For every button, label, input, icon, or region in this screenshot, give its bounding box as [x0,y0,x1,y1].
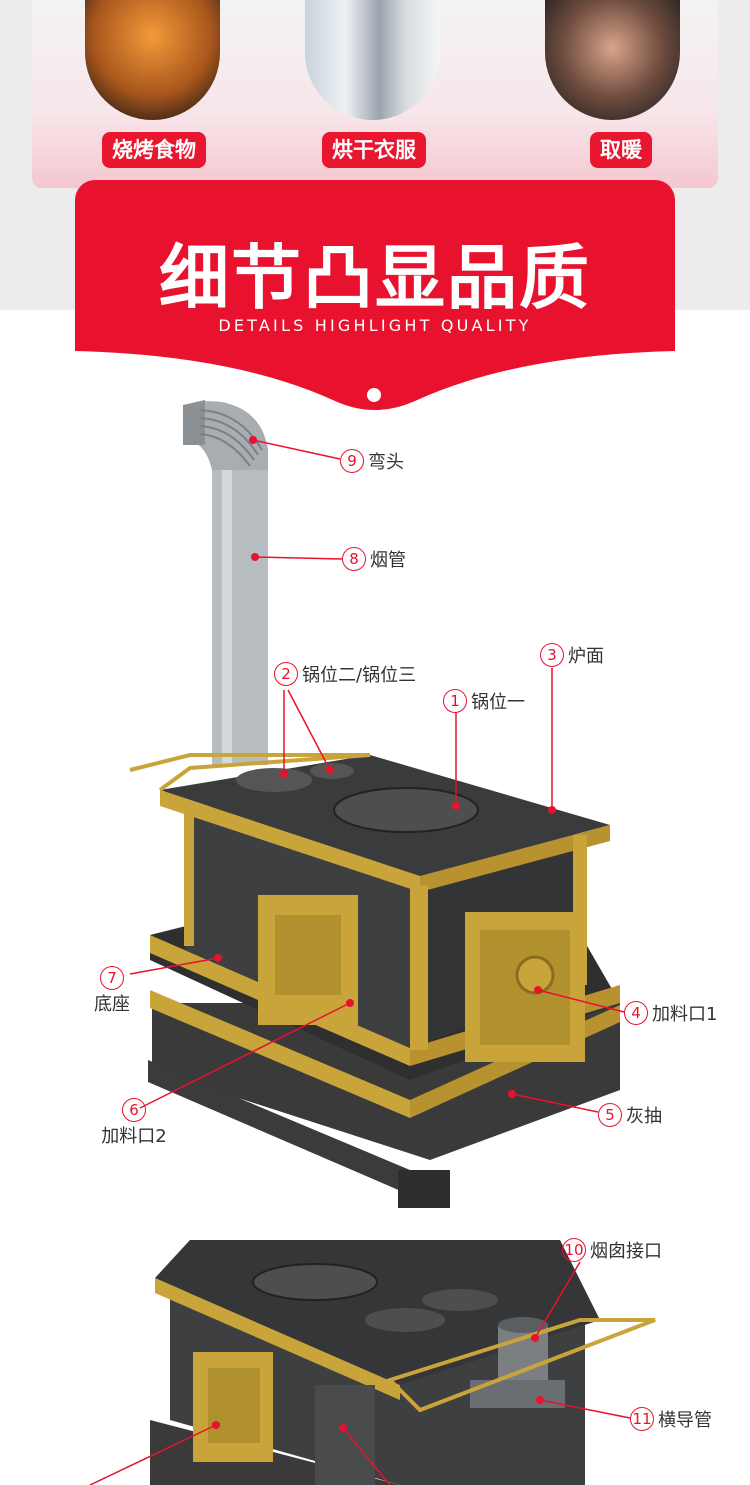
part-number: 10 [562,1238,586,1262]
part-number: 7 [100,966,124,990]
part-text: 加料口2 [101,1126,167,1147]
part-text: 底座 [94,994,130,1015]
section-title: 细节凸显品质 [159,237,591,319]
stove-back [150,1240,656,1485]
part-number: 5 [598,1103,622,1127]
part-text: 锅位二/锅位三 [302,665,417,686]
part-text: 锅位一 [471,692,525,713]
part-number: 1 [443,689,467,713]
part-number: 8 [342,547,366,571]
part-text: 烟管 [370,550,406,571]
part-number: 3 [540,643,564,667]
part-number: 11 [630,1407,654,1431]
section-banner [75,180,675,350]
part-number: 6 [122,1098,146,1122]
part-number: 9 [340,449,364,473]
section-subtitle: DETAILS HIGHLIGHT QUALITY [218,316,532,335]
part-label-feed-port-2: 6 加料口2 [96,1098,172,1148]
part-number: 2 [274,662,298,686]
part-text: 弯头 [368,452,404,473]
clothes-image [305,0,440,120]
banner-dot [367,388,381,402]
leader-dots [212,436,556,1432]
use-label-heating: 取暖 [590,132,652,168]
banner-tip [75,349,675,410]
part-text: 加料口1 [652,1004,718,1025]
stove-main [129,753,620,1208]
use-label-dry-clothes: 烘干衣服 [322,132,426,168]
part-text: 灰抽 [626,1106,662,1127]
part-label-base: 7 底座 [92,966,132,1016]
sweet-potato-image [85,0,220,120]
leader-lines [89,439,631,1485]
part-text: 炉面 [568,646,604,667]
chimney-pipe [183,400,268,765]
part-text: 烟囱接口 [590,1241,662,1262]
part-text: 横导管 [658,1410,712,1431]
use-label-bbq: 烧烤食物 [102,132,206,168]
people-image [545,0,680,120]
part-number: 4 [624,1001,648,1025]
